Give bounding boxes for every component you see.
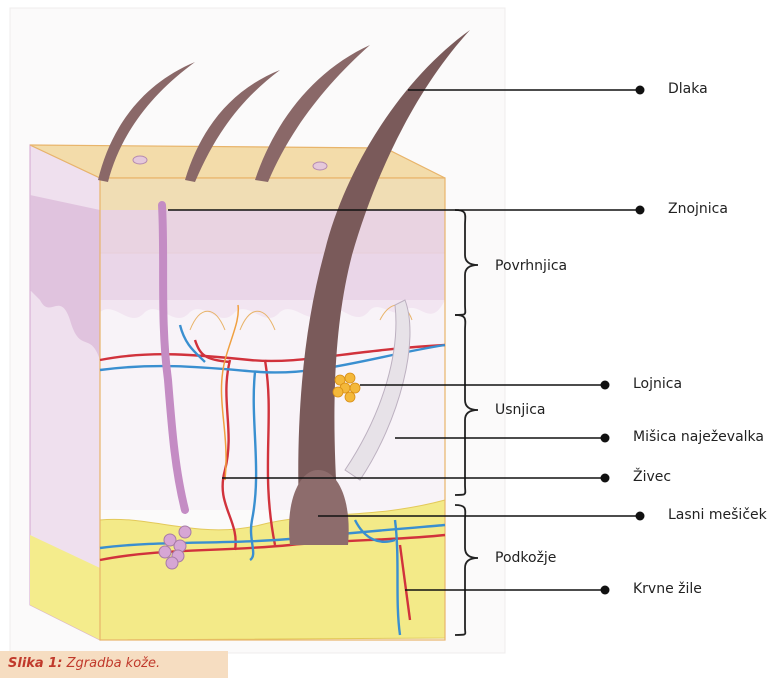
skin-pore bbox=[313, 162, 327, 170]
label-znojnica: Znojnica bbox=[668, 201, 728, 217]
label-lojnica: Lojnica bbox=[633, 376, 682, 392]
label-misica-najezevalka: Mišica naježevalka bbox=[633, 429, 764, 445]
layer-label-povrhnjica: Povrhnjica bbox=[495, 258, 567, 274]
leader-dots bbox=[601, 86, 645, 595]
caption-text: Zgradba kože. bbox=[62, 656, 160, 671]
skin-pore bbox=[133, 156, 147, 164]
layer-label-usnjica: Usnjica bbox=[495, 402, 545, 418]
label-lasni-mesicek: Lasni mešiček bbox=[668, 507, 767, 523]
layer-label-podkozje: Podkožje bbox=[495, 550, 556, 566]
label-dlaka: Dlaka bbox=[668, 81, 708, 97]
label-krvne-zile: Krvne žile bbox=[633, 581, 702, 597]
label-zivec: Živec bbox=[633, 469, 671, 485]
figure-caption: Slika 1: Zgradba kože. bbox=[8, 656, 160, 671]
caption-prefix: Slika 1: bbox=[8, 656, 62, 671]
